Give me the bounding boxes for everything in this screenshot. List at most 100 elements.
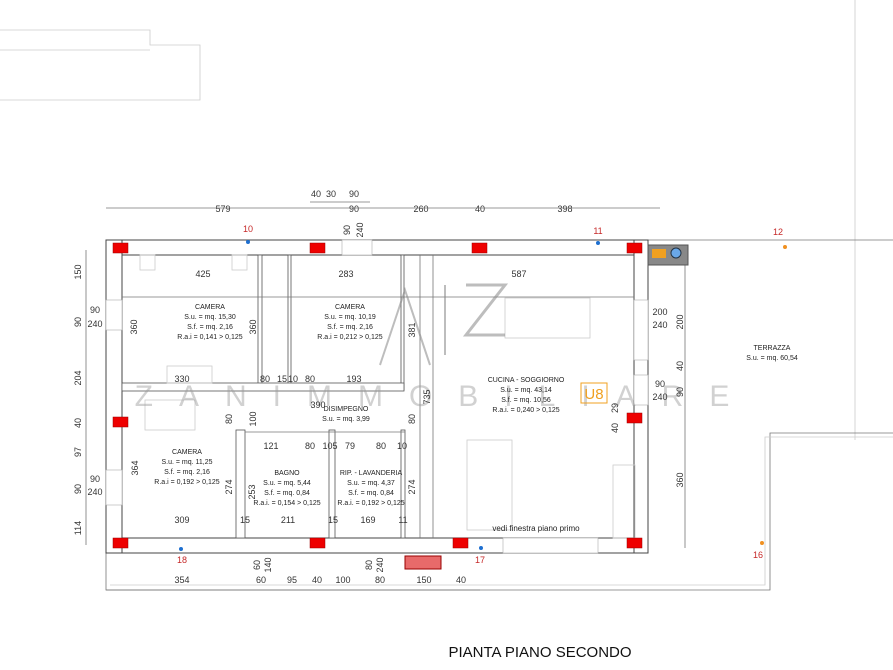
dimension-label: 97 xyxy=(73,447,83,457)
room-name: CAMERA xyxy=(195,304,225,311)
pillar xyxy=(112,242,129,254)
dimension-label: 354 xyxy=(174,575,189,585)
dimension-label: 330 xyxy=(174,374,189,384)
room-ratio: R.a.i. = 0,240 > 0,125 xyxy=(492,407,559,414)
room-window-area: S.f. = mq. 2,16 xyxy=(164,469,210,476)
dimension-label: 80 xyxy=(407,414,417,424)
drawing-title: PIANTA PIANO SECONDO xyxy=(448,644,631,661)
pillar xyxy=(452,537,469,549)
dimension-label: 80 xyxy=(260,374,270,384)
pillar xyxy=(471,242,488,254)
pillar xyxy=(626,412,643,424)
dimension-label: 398 xyxy=(557,204,572,214)
survey-point-marker xyxy=(179,547,183,551)
room-terrazza: TERRAZZA S.u. = mq. 60,54 xyxy=(746,345,798,362)
dimension-label: 200 xyxy=(652,307,667,317)
room-name: BAGNO xyxy=(274,470,300,477)
room-area: S.u. = mq. 5,44 xyxy=(263,480,311,487)
dimension-label: 105 xyxy=(322,441,337,451)
dimension-label: 425 xyxy=(195,269,210,279)
room-camera-1: CAMERA S.u. = mq. 15,30 S.f. = mq. 2,16 … xyxy=(177,304,242,341)
dimension-label: 360 xyxy=(675,472,685,487)
dimension-label: 204 xyxy=(73,370,83,385)
dimension-label: 40 xyxy=(456,575,466,585)
room-name: TERRAZZA xyxy=(754,345,791,352)
room-area: S.u. = mq. 10,19 xyxy=(324,314,376,321)
dimension-label: 90 xyxy=(349,189,359,199)
pillar xyxy=(309,242,326,254)
pillar xyxy=(309,537,326,549)
survey-point-label: 12 xyxy=(773,227,783,237)
room-ratio: R.a.i = 0,141 > 0,125 xyxy=(177,334,242,341)
dimension-label: 121 xyxy=(263,441,278,451)
room-area: S.u. = mq. 4,37 xyxy=(347,480,395,487)
dimension-label: 150 xyxy=(73,264,83,279)
room-cucina-soggiorno: CUCINA - SOGGIORNO S.u. = mq. 43,14 S.f.… xyxy=(488,377,565,414)
room-window-area: S.f. = mq. 0,84 xyxy=(348,490,394,497)
room-area: S.u. = mq. 60,54 xyxy=(746,355,798,362)
dimension-label: 360 xyxy=(248,319,258,334)
room-name: DISIMPEGNO xyxy=(324,406,369,413)
dimension-label: 90 xyxy=(90,474,100,484)
furniture xyxy=(139,254,636,539)
window-note: vedi finestra piano primo xyxy=(492,524,580,533)
dimension-label: 274 xyxy=(224,479,234,494)
dimension-label: 200 xyxy=(675,314,685,329)
room-camera-3: CAMERA S.u. = mq. 11,25 S.f. = mq. 2,16 … xyxy=(154,449,219,486)
survey-point-label: 17 xyxy=(475,555,485,565)
dimension-label: 283 xyxy=(338,269,353,279)
room-name: RIP. - LAVANDERIA xyxy=(340,470,403,477)
dimension-label: 40 xyxy=(475,204,485,214)
watermark-text: ZANIMMOBILIARE xyxy=(135,380,756,413)
boiler-unit xyxy=(647,244,689,266)
dimension-label: 80 xyxy=(376,441,386,451)
dimension-label: 40 xyxy=(610,423,620,433)
dimension-label: 90 xyxy=(73,317,83,327)
dimension-label: 80 xyxy=(224,414,234,424)
dimension-label: 240 xyxy=(375,557,385,572)
dimension-label: 11 xyxy=(398,515,407,525)
dimension-label: 80 xyxy=(305,374,315,384)
dimension-label: 100 xyxy=(335,575,350,585)
dimension-label: 240 xyxy=(87,319,102,329)
room-window-area: S.f. = mq. 0,84 xyxy=(264,490,310,497)
watermark-logo xyxy=(379,283,509,366)
dimension-label: 29 xyxy=(610,403,620,413)
dimension-label: 10 xyxy=(288,374,298,384)
dimension-label: 40 xyxy=(675,361,685,371)
survey-point-label: 11 xyxy=(593,226,602,236)
dimension-label: 587 xyxy=(511,269,526,279)
dimension-label: 60 xyxy=(256,575,266,585)
tank-icon xyxy=(670,247,682,259)
room-name: CAMERA xyxy=(335,304,365,311)
dimension-label: 364 xyxy=(130,460,140,475)
dimension-label: 90 xyxy=(342,225,352,235)
survey-point-marker xyxy=(479,546,483,550)
dimension-label: 390 xyxy=(310,400,325,410)
dimension-label: 240 xyxy=(355,222,365,237)
dimension-label: 579 xyxy=(215,204,230,214)
dimension-label: 90 xyxy=(349,204,359,214)
dimension-label: 140 xyxy=(263,557,273,572)
room-lavanderia: RIP. - LAVANDERIA S.u. = mq. 4,37 S.f. =… xyxy=(337,470,404,507)
room-bagno: BAGNO S.u. = mq. 5,44 S.f. = mq. 0,84 R.… xyxy=(253,470,320,507)
dimension-label: 15 xyxy=(277,374,287,384)
pillar xyxy=(626,537,643,549)
survey-point-label: 10 xyxy=(243,224,253,234)
dimension-label: 40 xyxy=(311,189,321,199)
dimension-label: 95 xyxy=(287,575,297,585)
dimension-label: 274 xyxy=(407,479,417,494)
room-window-area: S.f. = mq. 10,56 xyxy=(501,397,551,404)
room-area: S.u. = mq. 3,99 xyxy=(322,416,370,423)
room-name: CUCINA - SOGGIORNO xyxy=(488,377,565,384)
dimension-label: 240 xyxy=(652,392,667,402)
pillar xyxy=(112,537,129,549)
dimension-label: 169 xyxy=(360,515,375,525)
dimension-label: 15 xyxy=(240,515,250,525)
dimension-label: 114 xyxy=(73,521,83,535)
dimension-label: 150 xyxy=(416,575,431,585)
dimension-label: 193 xyxy=(346,374,361,384)
heater-icon xyxy=(404,555,442,570)
room-ratio: R.a.i = 0,192 > 0,125 xyxy=(154,479,219,486)
